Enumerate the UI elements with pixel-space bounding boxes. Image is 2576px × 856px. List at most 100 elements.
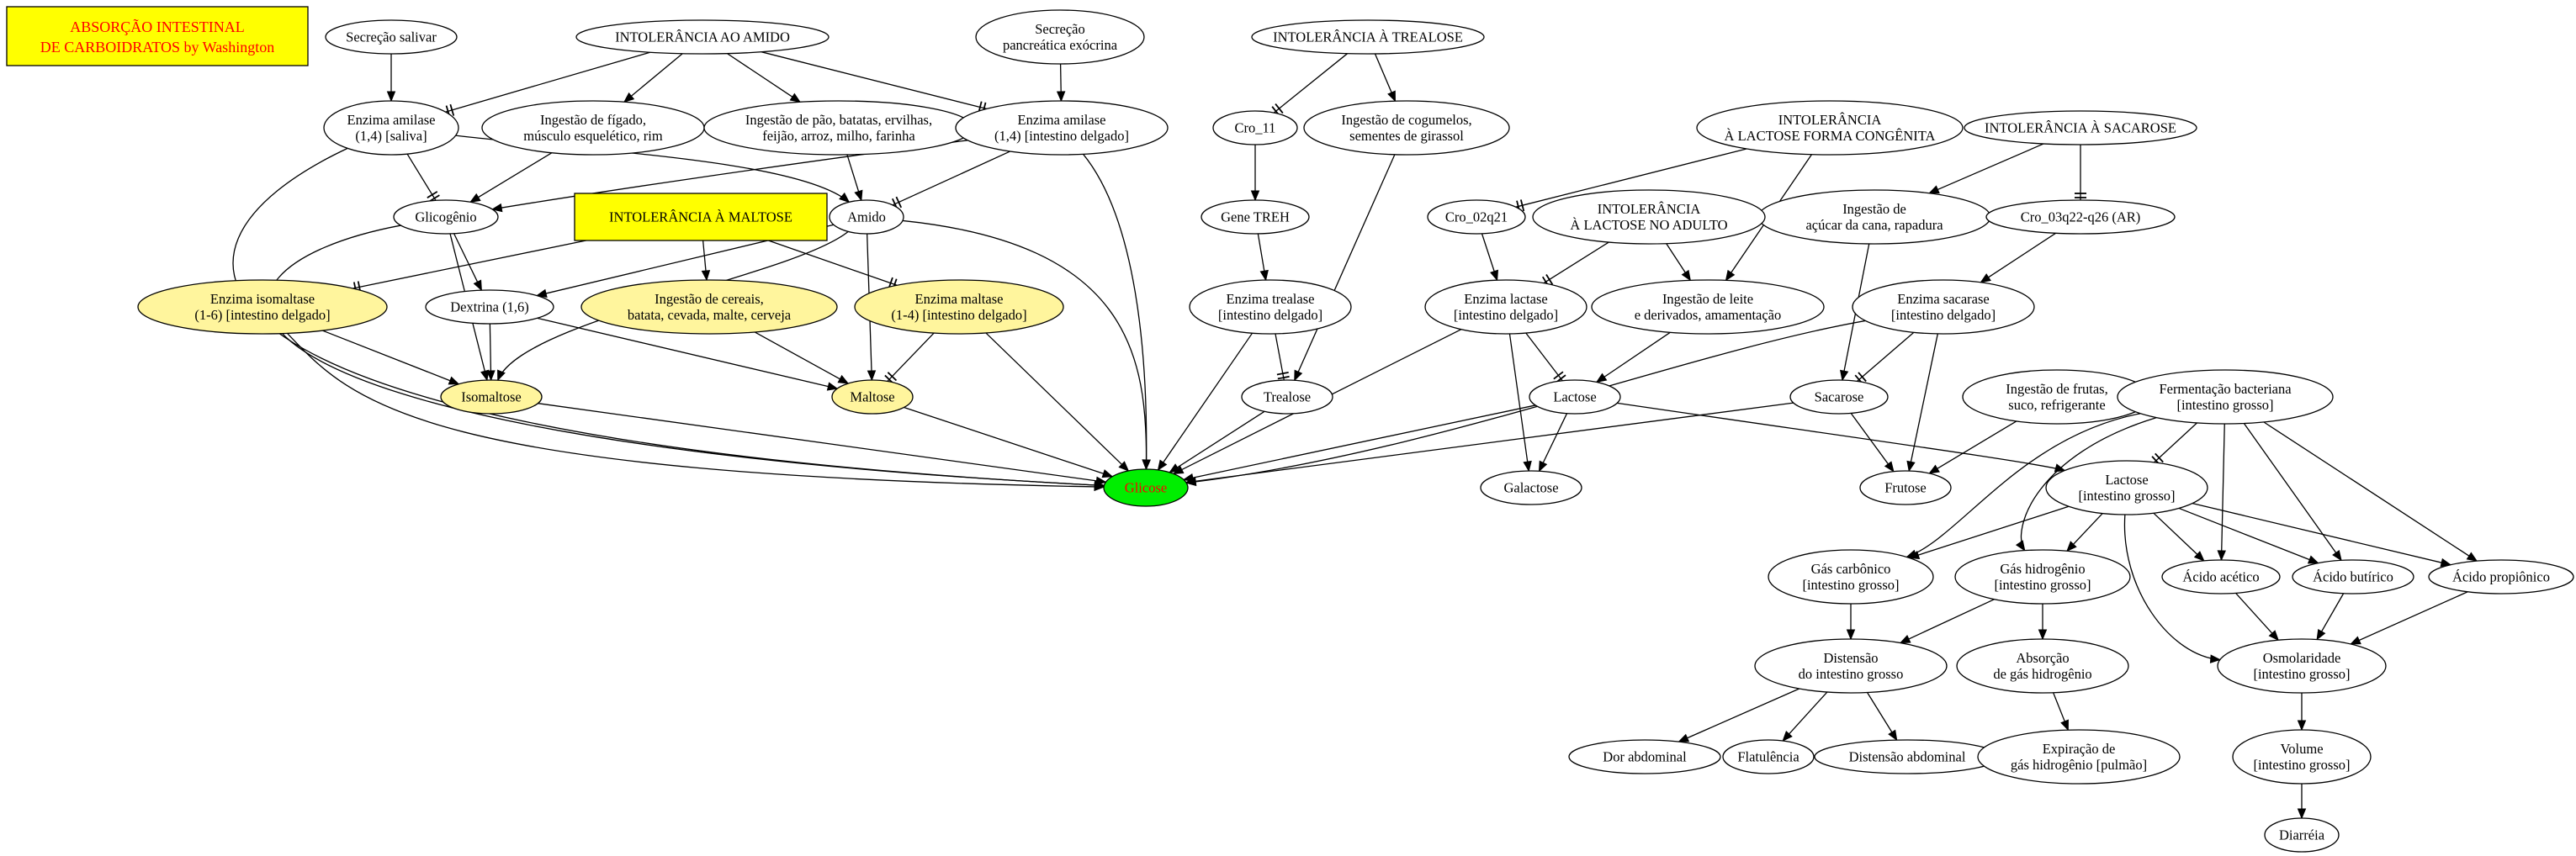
title-box: ABSORÇÃO INTESTINAL DE CARBOIDRATOS by W… bbox=[6, 6, 309, 66]
edge-fermentacao-to-acido_propionico bbox=[2263, 421, 2478, 562]
node-secrecao-salivar: Secreção salivar bbox=[325, 19, 458, 55]
edge-line bbox=[754, 331, 849, 384]
arrowhead bbox=[1595, 373, 1608, 383]
edge-intol_maltose-to-isomaltase bbox=[352, 240, 586, 294]
edge-line bbox=[2350, 591, 2468, 645]
edge-line bbox=[2220, 423, 2225, 561]
edge-gas_carbonico-to-distensao bbox=[1846, 604, 1856, 641]
arrowhead bbox=[1906, 460, 1916, 473]
node-label: gás hidrogênio [pulmão] bbox=[2011, 757, 2147, 773]
node-shape bbox=[323, 100, 459, 156]
node-shape bbox=[575, 19, 830, 55]
node-label: (1,4) [intestino delgado] bbox=[994, 128, 1129, 144]
node-label: Dor abdominal bbox=[1603, 749, 1687, 765]
node-label: feijão, arroz, milho, farinha bbox=[762, 128, 915, 144]
node-amilase-saliva: Enzima amilase(1,4) [saliva] bbox=[323, 100, 459, 156]
node-label: Fermentação bacteriana bbox=[2159, 381, 2292, 397]
edge-line bbox=[1678, 688, 1800, 742]
node-shape bbox=[574, 193, 828, 241]
node-shape bbox=[1532, 189, 1766, 245]
edge-line bbox=[1183, 404, 1536, 481]
edge-intol_amido-to-ingestao_figado bbox=[623, 53, 683, 103]
node-shape bbox=[1859, 470, 1952, 505]
node-maltose: Maltose bbox=[831, 379, 914, 415]
arrowhead bbox=[854, 189, 863, 202]
node-diarreia: Diarréia bbox=[2264, 817, 2340, 853]
edge-line bbox=[2243, 423, 2342, 561]
edge-absorcao_h2-to-expiracao_h2 bbox=[2053, 692, 2069, 732]
edge-line bbox=[1157, 332, 1254, 471]
node-trealose: Trealose bbox=[1241, 379, 1333, 415]
node-label: suco, refrigerante bbox=[2008, 397, 2105, 413]
node-label: Ácido propiônico bbox=[2452, 569, 2550, 585]
node-label: [intestino grosso] bbox=[1994, 577, 2091, 593]
node-label: [intestino delgado] bbox=[1454, 307, 1558, 323]
arrowhead bbox=[1185, 477, 1197, 486]
arrowhead bbox=[1056, 91, 1066, 103]
edge-line bbox=[406, 153, 437, 201]
inhibition-bar bbox=[1276, 372, 1289, 376]
node-shape bbox=[2264, 817, 2340, 853]
node-label: Ingestão de pão, batatas, ervilhas, bbox=[745, 112, 932, 128]
arrowhead bbox=[1928, 464, 1940, 474]
edge-ingestao_frutas-to-frutose bbox=[1928, 420, 2017, 474]
arrowhead bbox=[1101, 469, 1114, 478]
arrowhead bbox=[2268, 630, 2280, 642]
node-shape bbox=[1212, 110, 1298, 145]
node-acido-butirico: Ácido butírico bbox=[2292, 559, 2414, 594]
edge-intol_lactose_adulto-to-lactase bbox=[1541, 241, 1609, 288]
edge-amilase_saliva-to-glicogenio bbox=[406, 153, 440, 203]
node-galactose: Galactose bbox=[1480, 470, 1582, 505]
edge-line bbox=[2153, 512, 2205, 562]
node-label: [intestino delgado] bbox=[1891, 307, 1996, 323]
arrowhead bbox=[867, 370, 877, 382]
edge-fermentacao-to-gas_hidrogenio bbox=[2015, 417, 2157, 552]
arrowhead bbox=[701, 270, 711, 282]
node-acido-propionico: Ácido propiônico bbox=[2428, 559, 2574, 594]
arrowhead bbox=[486, 370, 496, 382]
node-label: Enzima amilase bbox=[347, 112, 436, 128]
arrowhead bbox=[1538, 460, 1548, 473]
arrowhead bbox=[1259, 269, 1269, 282]
node-isomaltase: Enzima isomaltase(1-6) [intestino delgad… bbox=[137, 279, 388, 335]
node-shape bbox=[580, 279, 838, 335]
title-line-1: ABSORÇÃO INTESTINAL bbox=[70, 18, 245, 35]
node-shape bbox=[1789, 379, 1889, 415]
node-shape bbox=[1954, 549, 2131, 605]
node-shape bbox=[1201, 199, 1310, 235]
edge-ingestao_leite-to-lactose bbox=[1595, 331, 1671, 383]
edge-trealase-to-glicose bbox=[1157, 332, 1254, 472]
node-shape bbox=[2292, 559, 2414, 594]
node-label: do intestino grosso bbox=[1799, 666, 1904, 682]
node-label: Enzima sacarase bbox=[1897, 291, 1989, 307]
node-cro-03q22: Cro_03q22-q26 (AR) bbox=[1985, 199, 2176, 235]
arrowhead bbox=[2332, 549, 2342, 562]
edge-line bbox=[761, 51, 987, 110]
edge-line bbox=[1543, 241, 1609, 284]
node-gene-treh: Gene TREH bbox=[1201, 199, 1310, 235]
node-frutose: Frutose bbox=[1859, 470, 1952, 505]
edge-trealose-to-glicose bbox=[1169, 410, 1265, 473]
title-line-2: DE CARBOIDRATOS by Washington bbox=[40, 39, 274, 55]
node-distensao-abdominal: Distensão abdominal bbox=[1814, 739, 2001, 774]
node-label: (1,4) [saliva] bbox=[355, 128, 427, 144]
node-label: Dextrina (1,6) bbox=[450, 299, 528, 315]
arrowhead bbox=[2193, 551, 2205, 562]
node-sacarose: Sacarose bbox=[1789, 379, 1889, 415]
node-label: INTOLERÂNCIA bbox=[1598, 201, 1701, 217]
node-shape bbox=[1722, 739, 1815, 774]
node-shape bbox=[2232, 729, 2372, 785]
node-label: Enzima lactase bbox=[1464, 291, 1547, 307]
edge-line bbox=[1525, 332, 1563, 382]
node-label: Diarréia bbox=[2279, 827, 2325, 843]
arrowhead bbox=[386, 91, 396, 103]
arrowhead bbox=[1908, 550, 1921, 559]
node-shape bbox=[975, 9, 1145, 65]
node-ingestao-pao: Ingestão de pão, batatas, ervilhas,feijã… bbox=[703, 100, 974, 156]
edge-cro_02q21-to-lactase bbox=[1481, 233, 1499, 282]
node-label: [intestino delgado] bbox=[1218, 307, 1322, 323]
arrowhead bbox=[2349, 636, 2361, 645]
node-amilase-intestino: Enzima amilase(1,4) [intestino delgado] bbox=[955, 100, 1169, 156]
arrowhead bbox=[480, 369, 490, 382]
